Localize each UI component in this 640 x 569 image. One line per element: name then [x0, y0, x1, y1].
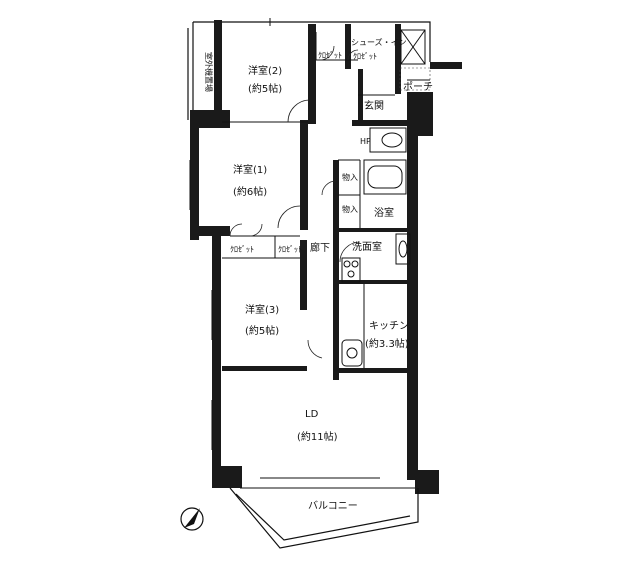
room-western1-size: (約6帖) [233, 185, 267, 198]
label-storage-b: 物入 [342, 204, 358, 214]
room-ld-size: (約11帖) [297, 430, 338, 443]
label-aircon: 室外機置場 [204, 52, 214, 92]
room-western3-name: 洋室(3) [245, 303, 279, 316]
label-shoes-in: シューズ・イン [351, 37, 407, 47]
sink [341, 339, 363, 367]
door-swings [229, 45, 361, 359]
window-marks [189, 18, 380, 479]
label-hp: HP [360, 137, 371, 146]
room-western2-name: 洋室(2) [248, 64, 282, 77]
label-balcony: バルコニー [308, 500, 358, 512]
washbasin [395, 233, 411, 265]
partitions [222, 32, 430, 549]
label-entrance: 玄関 [364, 99, 384, 112]
bathtub [363, 159, 407, 195]
room-western1-name: 洋室(1) [233, 163, 267, 176]
label-closet-w2: ｸﾛｾﾞｯﾄ [318, 51, 342, 60]
toilet [369, 127, 407, 153]
label-washroom: 洗面室 [352, 240, 382, 253]
label-porch: ポーチ [403, 81, 433, 93]
label-storage-a: 物入 [342, 172, 358, 182]
porch-hatch [399, 67, 431, 91]
label-corridor: 廊下 [310, 241, 330, 254]
north-arrow-icon [180, 507, 204, 531]
stove [341, 257, 361, 283]
room-western2-size: (約5帖) [248, 82, 282, 95]
room-western3-size: (約5帖) [245, 324, 279, 337]
walls [190, 20, 462, 494]
room-kitchen-name: キッチン [369, 320, 409, 332]
shoe-closet-box [400, 29, 426, 65]
label-bath: 浴室 [374, 206, 394, 219]
label-closet-small: ｸﾛｾﾞｯﾄ [278, 245, 302, 254]
room-kitchen-size: (約3.3帖) [365, 337, 409, 350]
room-ld-name: LD [305, 409, 319, 420]
label-closet-w1: ｸﾛｾﾞｯﾄ [230, 245, 254, 254]
label-shoes-closet: ｸﾛｾﾞｯﾄ [353, 52, 377, 61]
